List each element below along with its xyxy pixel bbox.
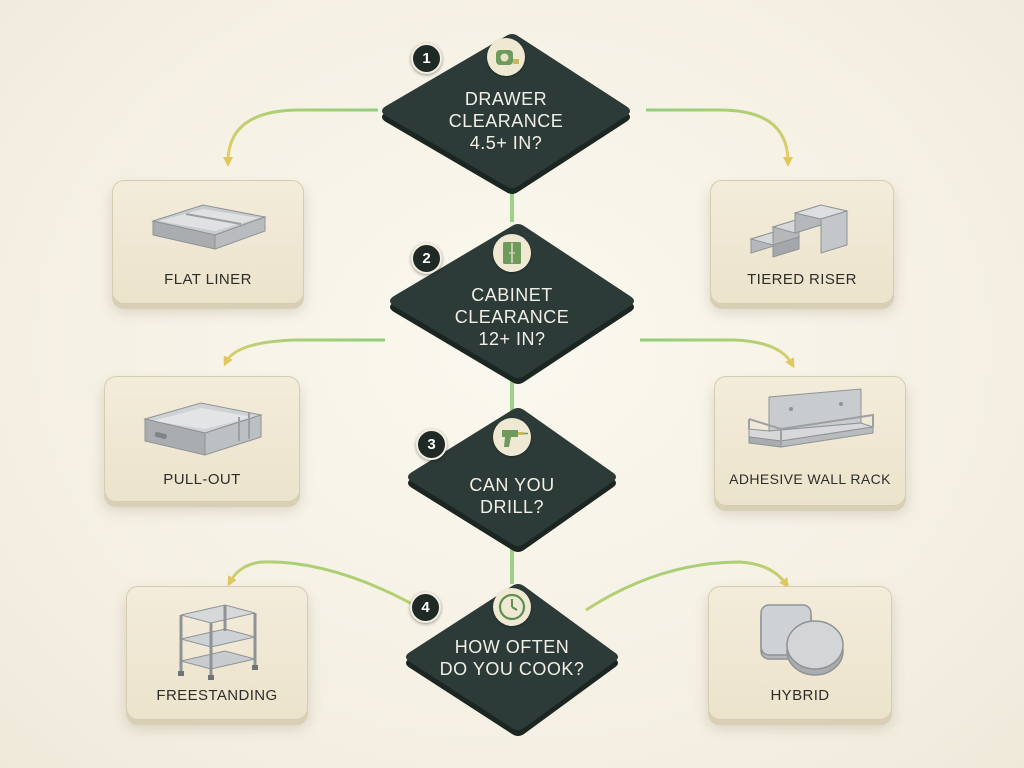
hybrid-icon <box>760 604 844 676</box>
step-badge-3: 3 <box>416 429 447 460</box>
outcome-label: Adhesive Wall Rack <box>729 471 891 487</box>
decision-question: Drawer Clearance 4.5+ in? <box>448 89 564 153</box>
pull-out-drawer-icon <box>143 402 263 456</box>
connector-q1-tiered-riser <box>646 108 793 167</box>
outcome-pull-out: Pull-Out <box>104 376 300 502</box>
outcome-label: Pull-Out <box>163 471 241 488</box>
outcome-freestanding: Freestanding <box>126 586 308 720</box>
outcome-flat-liner: Flat Liner <box>112 180 304 304</box>
decision-question: Can you Drill? <box>469 475 555 517</box>
tape-measure-icon <box>487 38 525 76</box>
decision-question: Cabinet Clearance 12+ in? <box>454 285 570 349</box>
wall-rack-icon <box>748 388 874 448</box>
connector-q2-pull-out <box>223 338 385 367</box>
outcome-hybrid: Hybrid <box>708 586 892 720</box>
clock-icon <box>493 588 531 626</box>
step-badge-4: 4 <box>410 592 441 623</box>
outcome-label: Hybrid <box>770 687 830 704</box>
outcome-adhesive-wall-rack: Adhesive Wall Rack <box>714 376 906 506</box>
outcome-tiered-riser: Tiered Riser <box>710 180 894 304</box>
decision-cabinet-clearance: Cabinet Clearance 12+ in? <box>384 218 640 386</box>
decision-question: How often do you cook? <box>439 637 585 679</box>
flat-tray-icon <box>151 204 267 250</box>
freestanding-shelf-icon <box>178 604 258 680</box>
decision-cook-frequency: How often do you cook? <box>400 580 624 738</box>
outcome-label: Tiered Riser <box>747 271 857 288</box>
decision-can-drill: Can you Drill? <box>402 404 622 554</box>
connector-q1-flat-liner <box>223 108 378 167</box>
decision-drawer-clearance: Drawer Clearance 4.5+ in? <box>376 26 636 196</box>
cabinet-icon <box>493 234 531 272</box>
tiered-riser-icon <box>749 204 849 258</box>
drill-icon <box>493 418 531 456</box>
outcome-label: Freestanding <box>156 687 278 704</box>
step-badge-2: 2 <box>411 243 442 274</box>
outcome-label: Flat Liner <box>164 271 252 288</box>
connector-q2-wall-rack <box>640 338 795 369</box>
step-badge-1: 1 <box>411 43 442 74</box>
